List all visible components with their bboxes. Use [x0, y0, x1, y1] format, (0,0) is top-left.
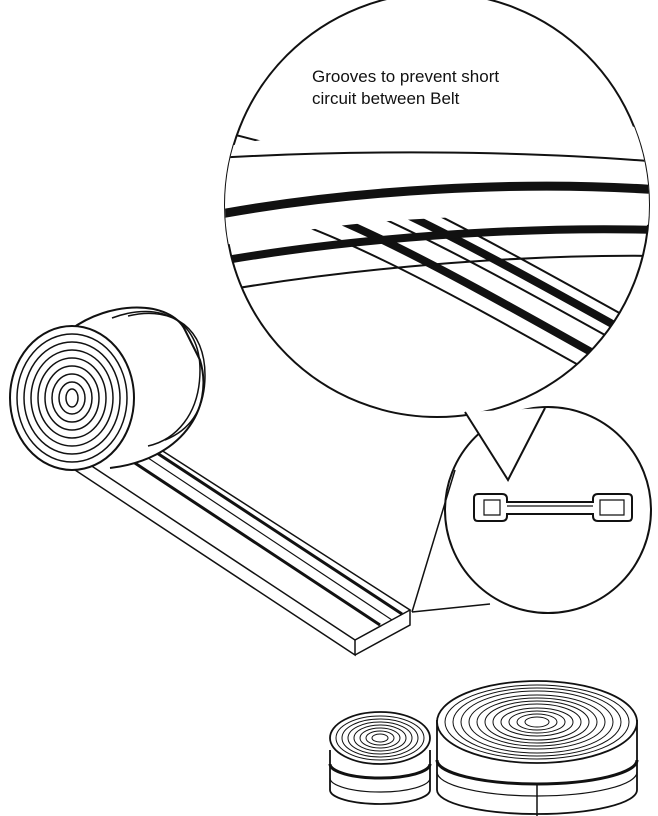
callout-line-1: Grooves to prevent short: [312, 67, 500, 86]
upper-belt: [225, 120, 649, 293]
magnified-groove-view: [224, 0, 650, 418]
small-coil: [328, 711, 432, 805]
groove-callout-label: Grooves to prevent short circuit between…: [312, 66, 612, 110]
roll-face: [9, 325, 135, 471]
section-pointer: [411, 469, 491, 613]
belt-roll: [9, 306, 412, 657]
cross-section-view: [444, 406, 652, 614]
belt-profile: [473, 493, 633, 522]
callout-line-2: circuit between Belt: [312, 89, 460, 108]
magnify-tail: [464, 407, 546, 483]
large-coil: [435, 680, 639, 816]
